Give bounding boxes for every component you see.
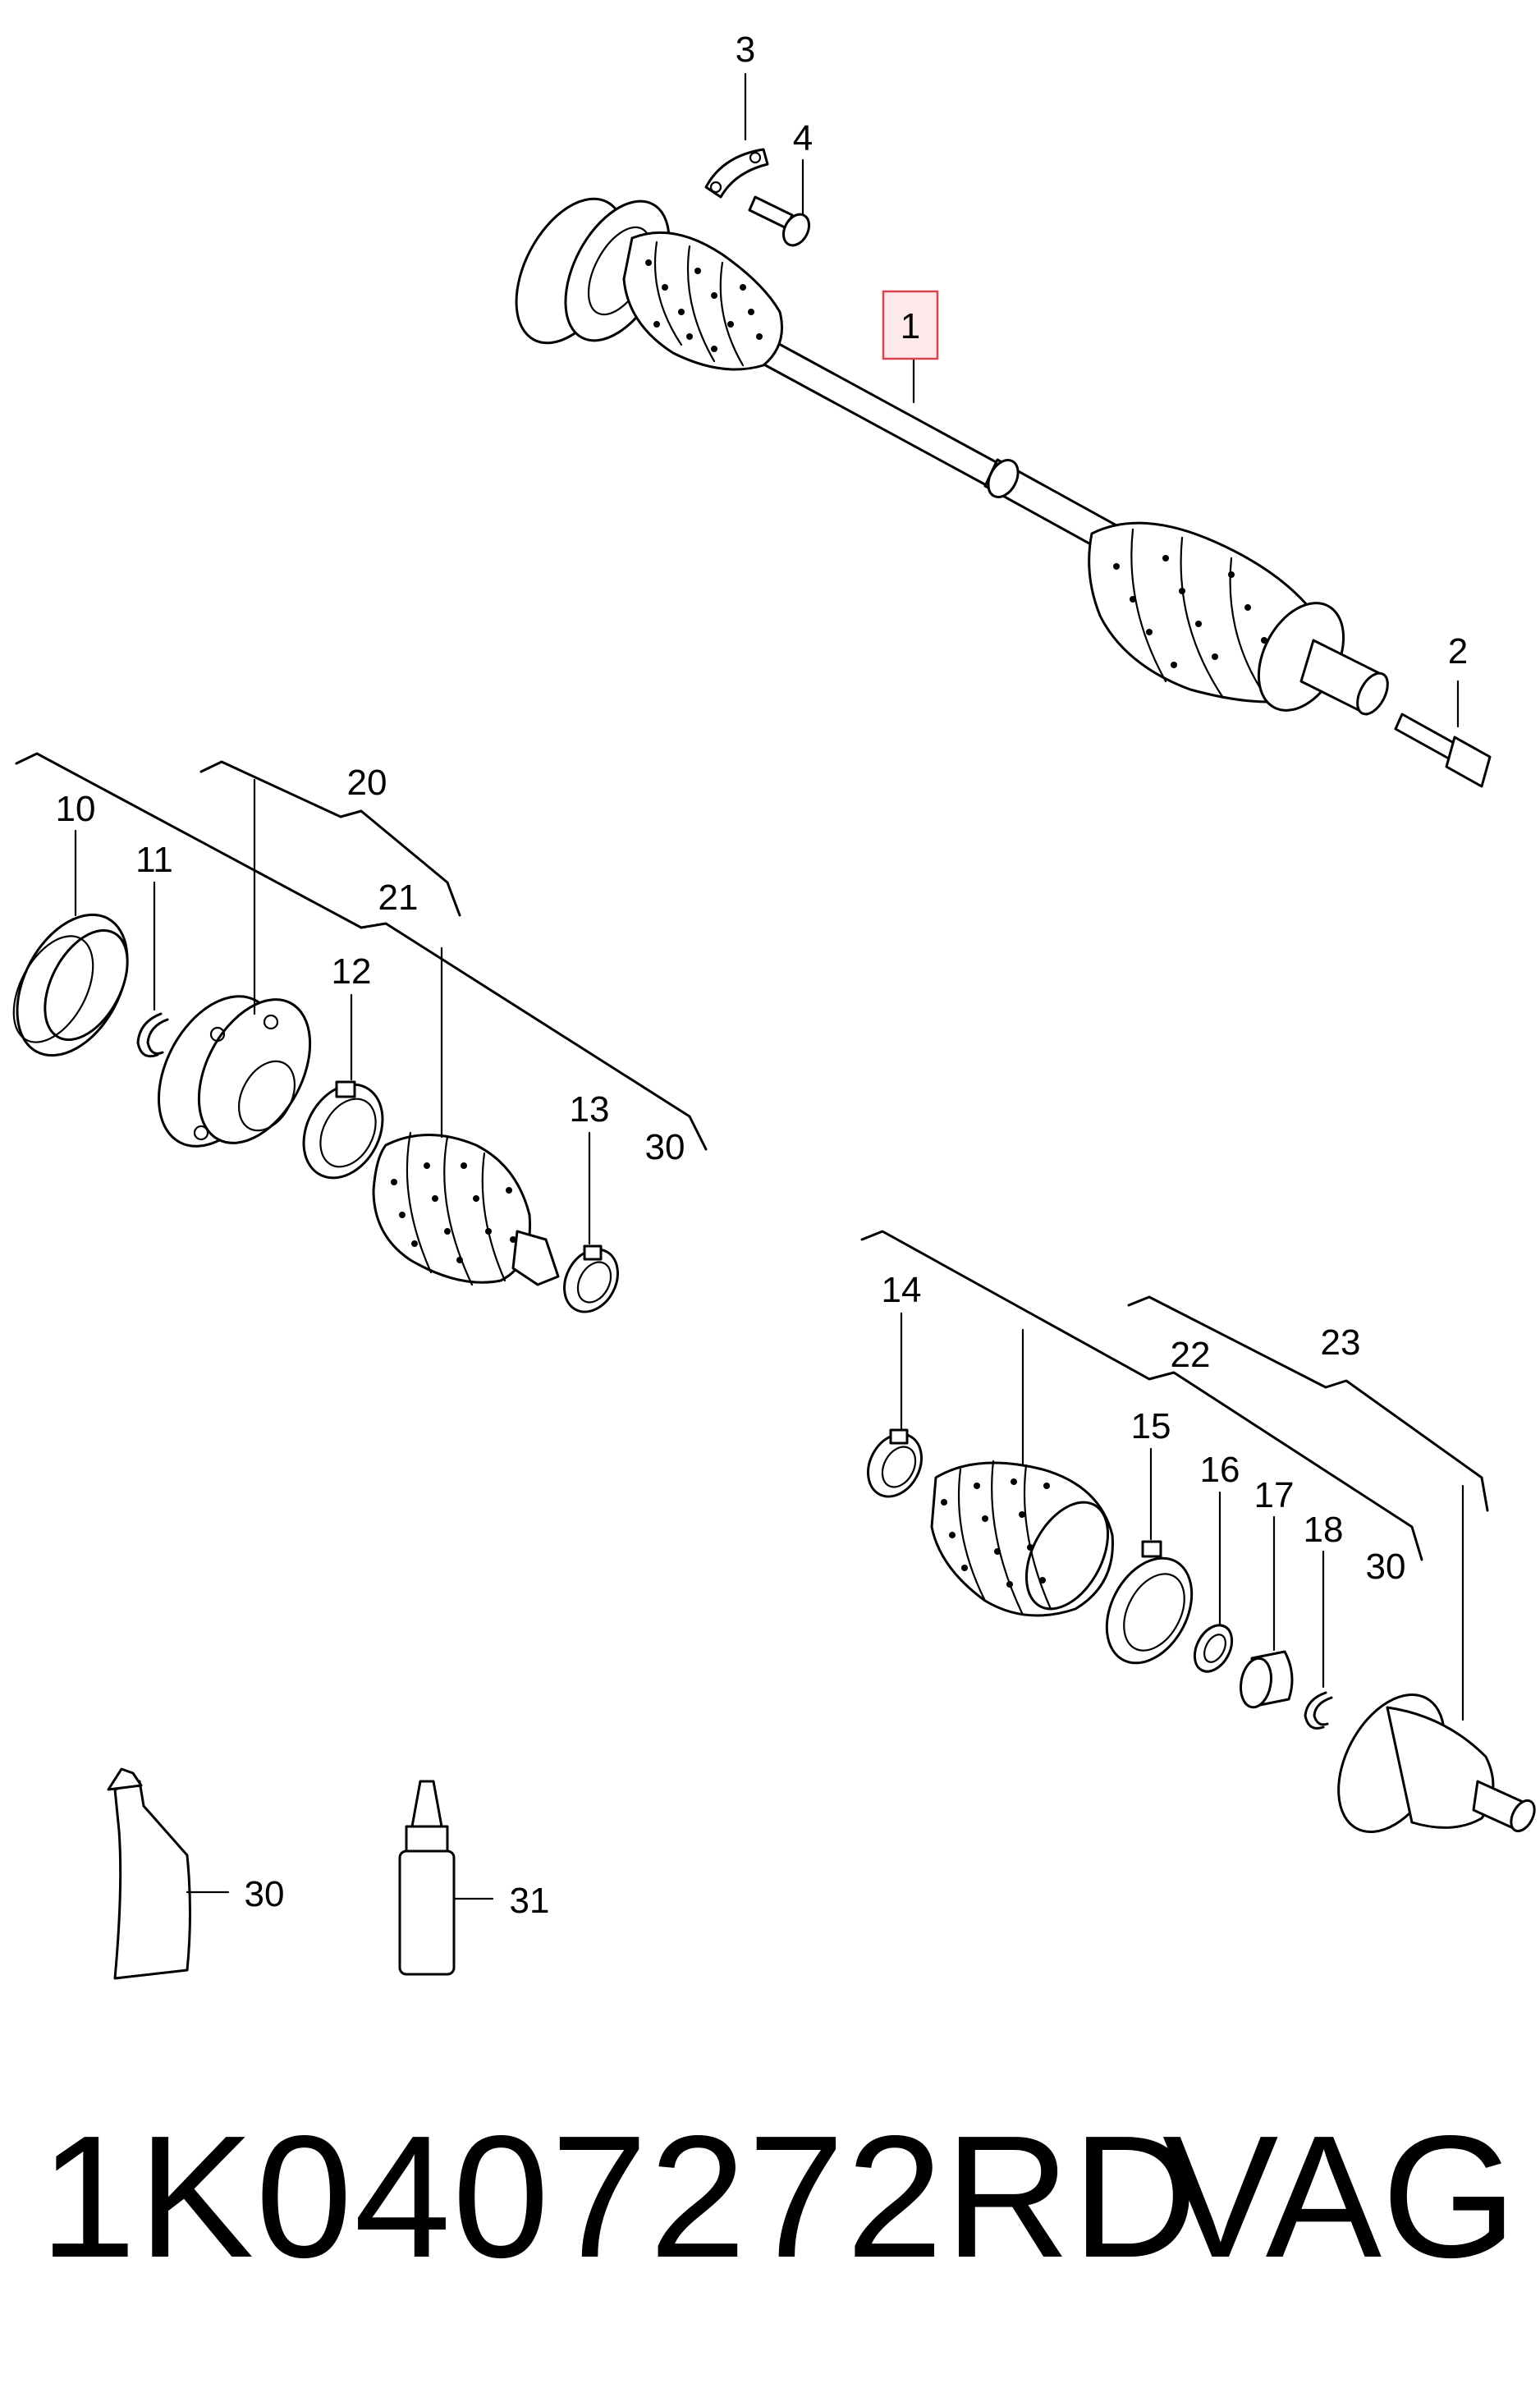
part-number: 1K0407272RD bbox=[39, 2099, 1199, 2294]
label-part-16: 16 bbox=[1200, 1450, 1240, 1490]
label-part-3: 3 bbox=[736, 30, 755, 70]
label-part-11: 11 bbox=[135, 840, 173, 880]
grease-tube-part-30 bbox=[107, 1767, 191, 1980]
leader-lines bbox=[74, 72, 1464, 1900]
label-part-14: 14 bbox=[882, 1270, 922, 1310]
label-part-30-tube: 30 bbox=[245, 1874, 285, 1914]
boot-part-21 bbox=[372, 1131, 560, 1286]
label-part-13: 13 bbox=[570, 1089, 610, 1130]
label-group-20: 20 bbox=[347, 763, 387, 803]
grease-bottle-part-31 bbox=[398, 1780, 456, 1976]
clamp-part-15 bbox=[1105, 1540, 1194, 1665]
outer-cv-joint-part-23 bbox=[1337, 1693, 1536, 1834]
label-part-30-inner: 30 bbox=[645, 1127, 685, 1167]
label-part-31-bottle: 31 bbox=[510, 1881, 550, 1921]
label-group-21: 21 bbox=[378, 878, 419, 918]
lock-plate-part-3 bbox=[704, 148, 769, 199]
boot-part-22 bbox=[930, 1460, 1114, 1617]
label-part-12: 12 bbox=[332, 951, 372, 992]
callout-labels: 1 2 3 4 10 11 12 13 14 15 16 17 18 20 21… bbox=[56, 30, 1469, 1921]
highlight-box-part-1 bbox=[882, 290, 939, 360]
brand-name: VAG bbox=[1162, 2099, 1517, 2294]
label-part-30-outer: 30 bbox=[1366, 1547, 1406, 1587]
label-part-1: 1 bbox=[901, 306, 920, 346]
label-part-4: 4 bbox=[793, 118, 813, 158]
ring-part-10 bbox=[12, 913, 129, 1057]
label-part-2: 2 bbox=[1448, 631, 1468, 671]
clamp-part-13 bbox=[563, 1244, 619, 1313]
bushing-part-17 bbox=[1240, 1650, 1294, 1709]
inner-cv-joint bbox=[157, 995, 312, 1148]
label-part-17: 17 bbox=[1254, 1475, 1295, 1515]
label-part-10: 10 bbox=[56, 789, 96, 829]
label-part-18: 18 bbox=[1304, 1510, 1344, 1550]
label-part-15: 15 bbox=[1131, 1406, 1171, 1446]
bolt-part-2 bbox=[1394, 713, 1492, 788]
label-group-23: 23 bbox=[1321, 1322, 1361, 1363]
drive-shaft-assembly bbox=[515, 197, 1389, 716]
screw-part-4 bbox=[748, 195, 811, 247]
circlip-part-11 bbox=[136, 1012, 169, 1058]
ring-part-16 bbox=[1193, 1624, 1234, 1673]
clamp-part-12 bbox=[302, 1080, 384, 1180]
label-group-22: 22 bbox=[1171, 1335, 1211, 1375]
group-bracket-lines bbox=[15, 752, 1489, 1561]
circlip-part-18 bbox=[1304, 1691, 1333, 1730]
clamp-part-14 bbox=[867, 1428, 923, 1498]
